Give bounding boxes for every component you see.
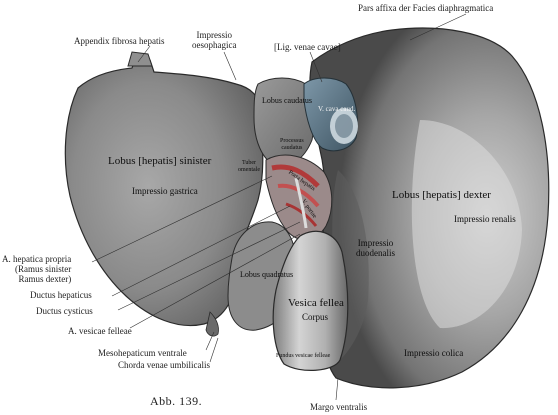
label-impressio-colica: Impressio colica — [404, 348, 464, 358]
label-lobus-caudatus: Lobus caudatus — [262, 96, 312, 105]
figure-caption: Abb. 139. — [150, 394, 203, 408]
label-vesica-fellea: Vesica fellea — [288, 297, 344, 309]
label-impressio-renalis: Impressio renalis — [454, 214, 516, 224]
label-lobus-dexter: Lobus [hepatis] dexter — [392, 189, 491, 201]
label-fundus: Fundus vesicae felleae — [276, 353, 331, 359]
label-ductus-hepaticus: Ductus hepaticus — [30, 290, 92, 300]
label-impressio-gastrica: Impressio gastrica — [132, 186, 198, 196]
label-lobus-quadratus: Lobus quadratus — [240, 270, 294, 279]
label-lobus-sinister: Lobus [hepatis] sinister — [108, 155, 212, 167]
label-hepatica-propria: A. hepatica propria (Ramus sinister Ramu… — [2, 254, 72, 284]
label-ductus-cysticus: Ductus cysticus — [36, 306, 93, 316]
label-tuber-omentale: Tuber omentale — [238, 160, 260, 173]
label-chorda: Chorda venae umbilicalis — [118, 360, 210, 370]
label-v-cava-caudalis: V. cava caud. — [318, 105, 356, 113]
label-corpus: Corpus — [302, 312, 329, 322]
gallbladder-shape — [272, 230, 349, 371]
label-appendix-fibrosa: Appendix fibrosa hepatis — [74, 36, 165, 46]
label-impressio-oesophagica: Impressio oesophagica — [192, 30, 237, 50]
label-pars-affixa: Pars affixa der Facies diaphragmatica — [358, 3, 494, 13]
label-mesohepaticum: Mesohepaticum ventrale — [98, 348, 187, 358]
label-lig-venae-cavae: [Lig. venae cavae] — [274, 42, 341, 52]
label-impressio-duodenalis: Impressio duodenalis — [356, 238, 395, 258]
label-a-vesicae: A. vesicae felleae — [68, 326, 132, 336]
label-processus-caudatus: Processus caudatus — [280, 138, 304, 151]
label-margo-ventralis: Margo ventralis — [310, 402, 368, 412]
